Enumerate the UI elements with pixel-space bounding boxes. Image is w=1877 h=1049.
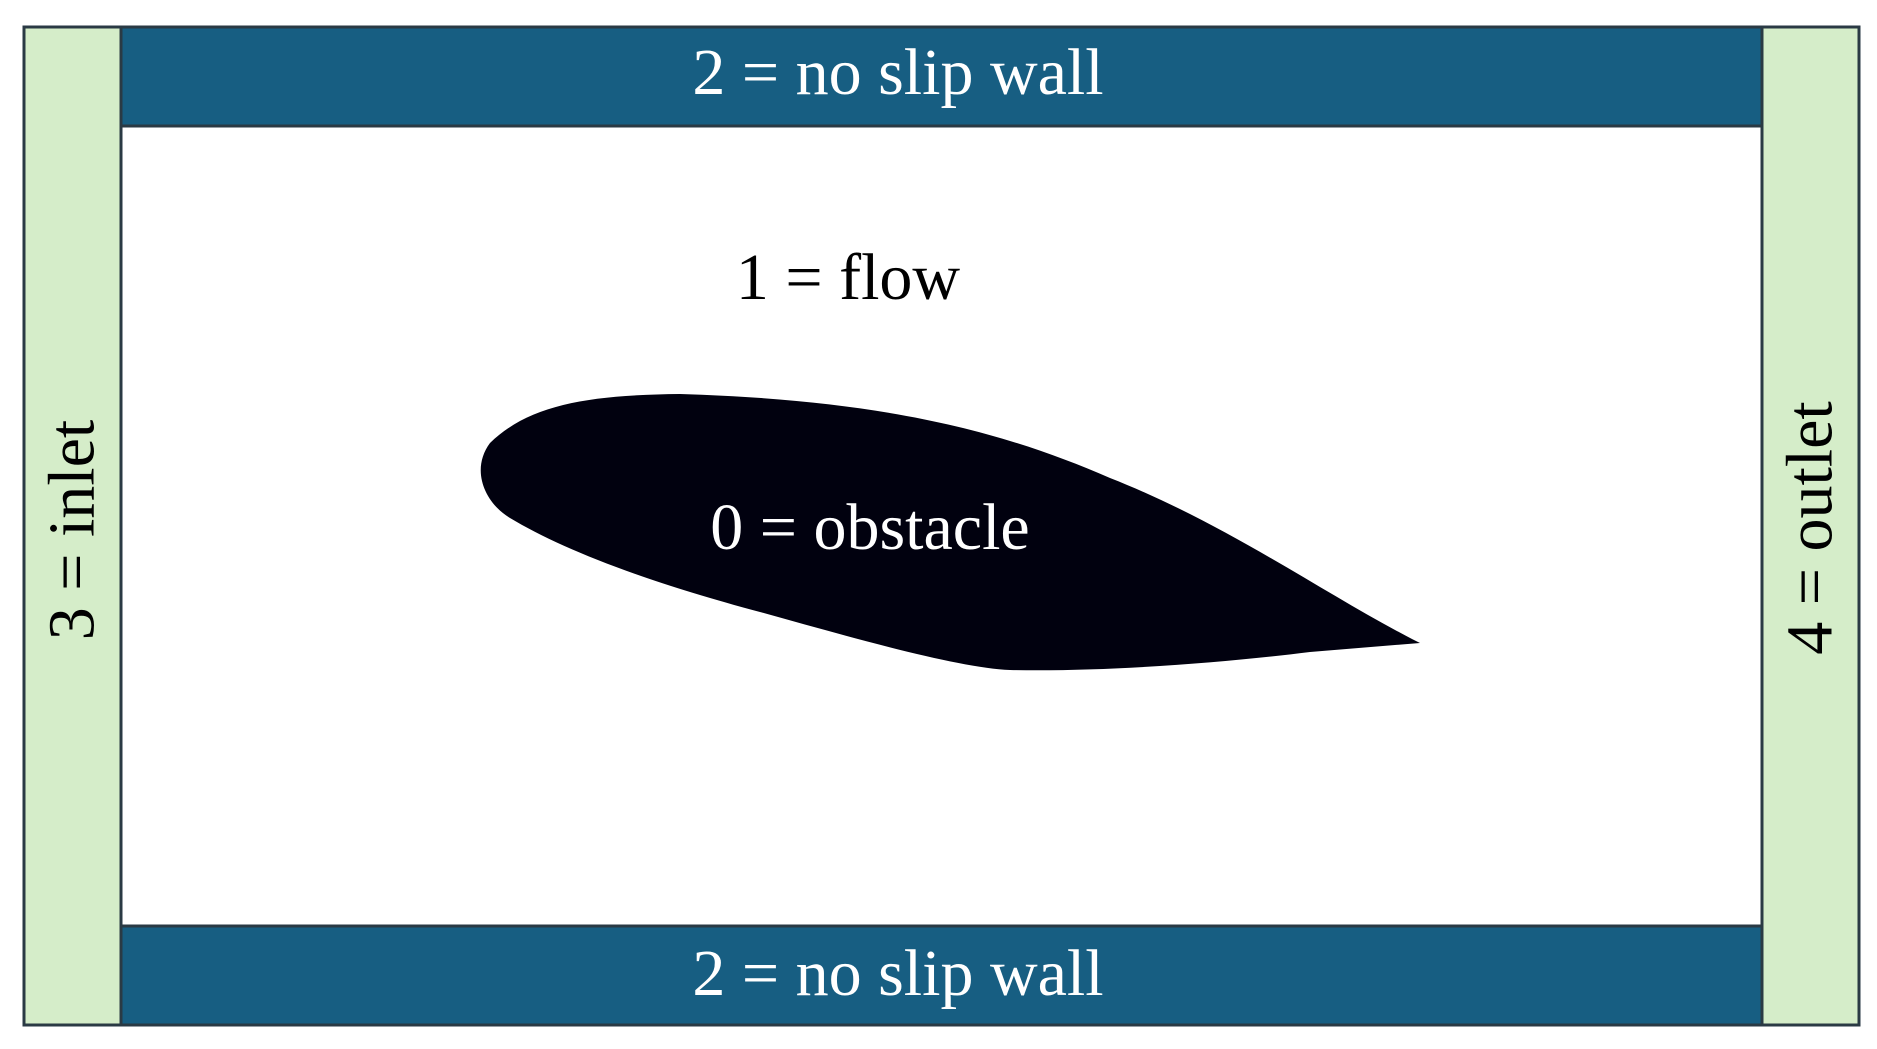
flow-label: 1 = flow xyxy=(736,241,961,314)
inlet-region xyxy=(22,25,123,1027)
top-wall-label: 2 = no slip wall xyxy=(692,36,1103,109)
obstacle-airfoil xyxy=(480,394,1421,671)
obstacle-label: 0 = obstacle xyxy=(710,491,1029,564)
top-wall-region xyxy=(119,25,1764,128)
outlet-label: 4 = outlet xyxy=(1774,401,1847,655)
bottom-wall-label: 2 = no slip wall xyxy=(692,937,1103,1010)
bottom-wall-region xyxy=(119,924,1764,1027)
outlet-region xyxy=(1760,25,1861,1027)
inlet-label: 3 = inlet xyxy=(36,420,109,641)
